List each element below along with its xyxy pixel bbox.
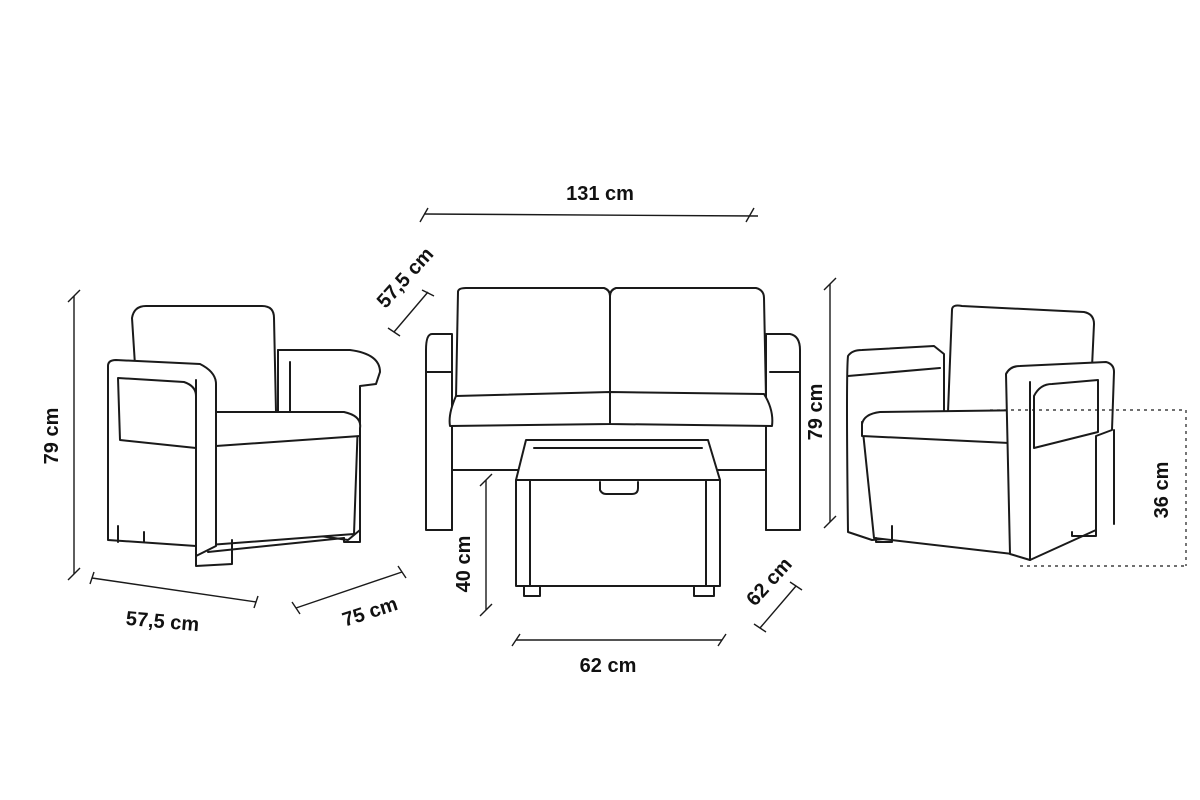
sofa-depth-label: 57,5 cm xyxy=(373,243,438,312)
chair-depth-label: 75 cm xyxy=(340,593,401,631)
right-armchair xyxy=(846,304,1115,561)
coffee-table xyxy=(515,439,721,597)
dimension-lines xyxy=(67,207,1187,647)
table-width-label: 62 cm xyxy=(580,655,637,677)
seat-height-label: 36 cm xyxy=(1151,462,1173,519)
left-armchair xyxy=(107,305,381,567)
chair-width-label: 57,5 cm xyxy=(125,608,200,636)
sofa-width-label: 131 cm xyxy=(566,183,634,205)
table-depth-label: 62 cm xyxy=(742,554,796,611)
sofa-height-label: 79 cm xyxy=(805,384,827,441)
table-height-label: 40 cm xyxy=(453,536,475,593)
sofa xyxy=(425,287,801,531)
chair-height-label: 79 cm xyxy=(41,408,63,465)
